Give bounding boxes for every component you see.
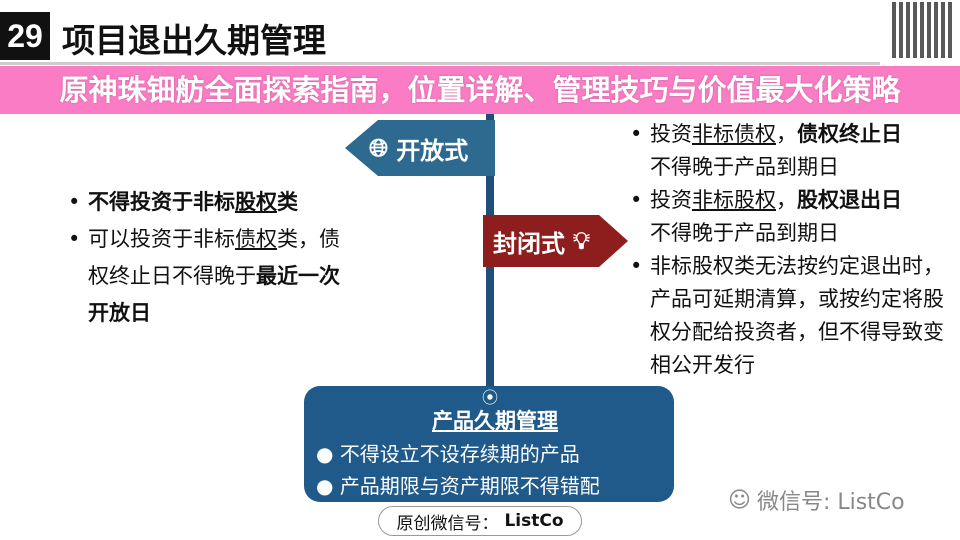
list-item: •非标股权类无法按约定退出时，产品可延期清算，或按约定将股权分配给投资者，但不得…: [630, 254, 944, 377]
list-item: •不得投资于非标股权类: [68, 190, 298, 214]
wechat-icon: ☺: [728, 487, 751, 513]
qr-code-icon: [892, 2, 952, 58]
caption-pill: 原创微信号：ListCo: [378, 506, 582, 536]
list-item: •投资非标股权，股权退出日不得晚于产品到期日: [630, 188, 902, 245]
open-arrow: 🌐︎开放式: [345, 120, 495, 176]
banner-title: 原神珠钿舫全面探索指南，位置详解、管理技巧与价值最大化策略: [59, 73, 901, 107]
right-bullets: •投资非标债权，债权终止日不得晚于产品到期日 •投资非标股权，股权退出日不得晚于…: [630, 118, 952, 382]
open-label: 开放式: [396, 136, 469, 165]
watermark-text: 微信号: ListCo: [756, 490, 905, 515]
box-heading: 产品久期管理: [432, 409, 558, 433]
divider: [0, 62, 880, 65]
duration-box: 产品久期管理 ● 不得设立不设存续期的产品 ● 产品期限与资产期限不得错配: [304, 386, 674, 502]
list-item: •投资非标债权，债权终止日不得晚于产品到期日: [630, 122, 902, 179]
lightbulb-icon: 💡︎: [573, 227, 590, 255]
page-title: 项目退出久期管理: [62, 21, 326, 60]
caption-value: ListCo: [504, 511, 564, 531]
closed-label: 封闭式: [493, 229, 565, 258]
left-bullets: •不得投资于非标股权类 •可以投资于非标债权类，债权终止日不得晚于最近一次开放日: [68, 184, 348, 332]
list-item: ● 产品期限与资产期限不得错配: [316, 474, 600, 498]
list-item: •可以投资于非标债权类，债权终止日不得晚于最近一次开放日: [68, 227, 340, 325]
watermark: ☺微信号: ListCo: [728, 484, 905, 516]
list-item: ● 不得设立不设存续期的产品: [316, 442, 580, 466]
slide-number: 29: [0, 12, 50, 60]
signal-icon: ⦿: [481, 388, 498, 407]
globe-icon: 🌐︎: [369, 134, 389, 162]
closed-arrow: 封闭式 💡︎: [483, 215, 628, 267]
caption-label: 原创微信号：: [396, 513, 499, 534]
title-banner: 原神珠钿舫全面探索指南，位置详解、管理技巧与价值最大化策略: [0, 66, 960, 114]
